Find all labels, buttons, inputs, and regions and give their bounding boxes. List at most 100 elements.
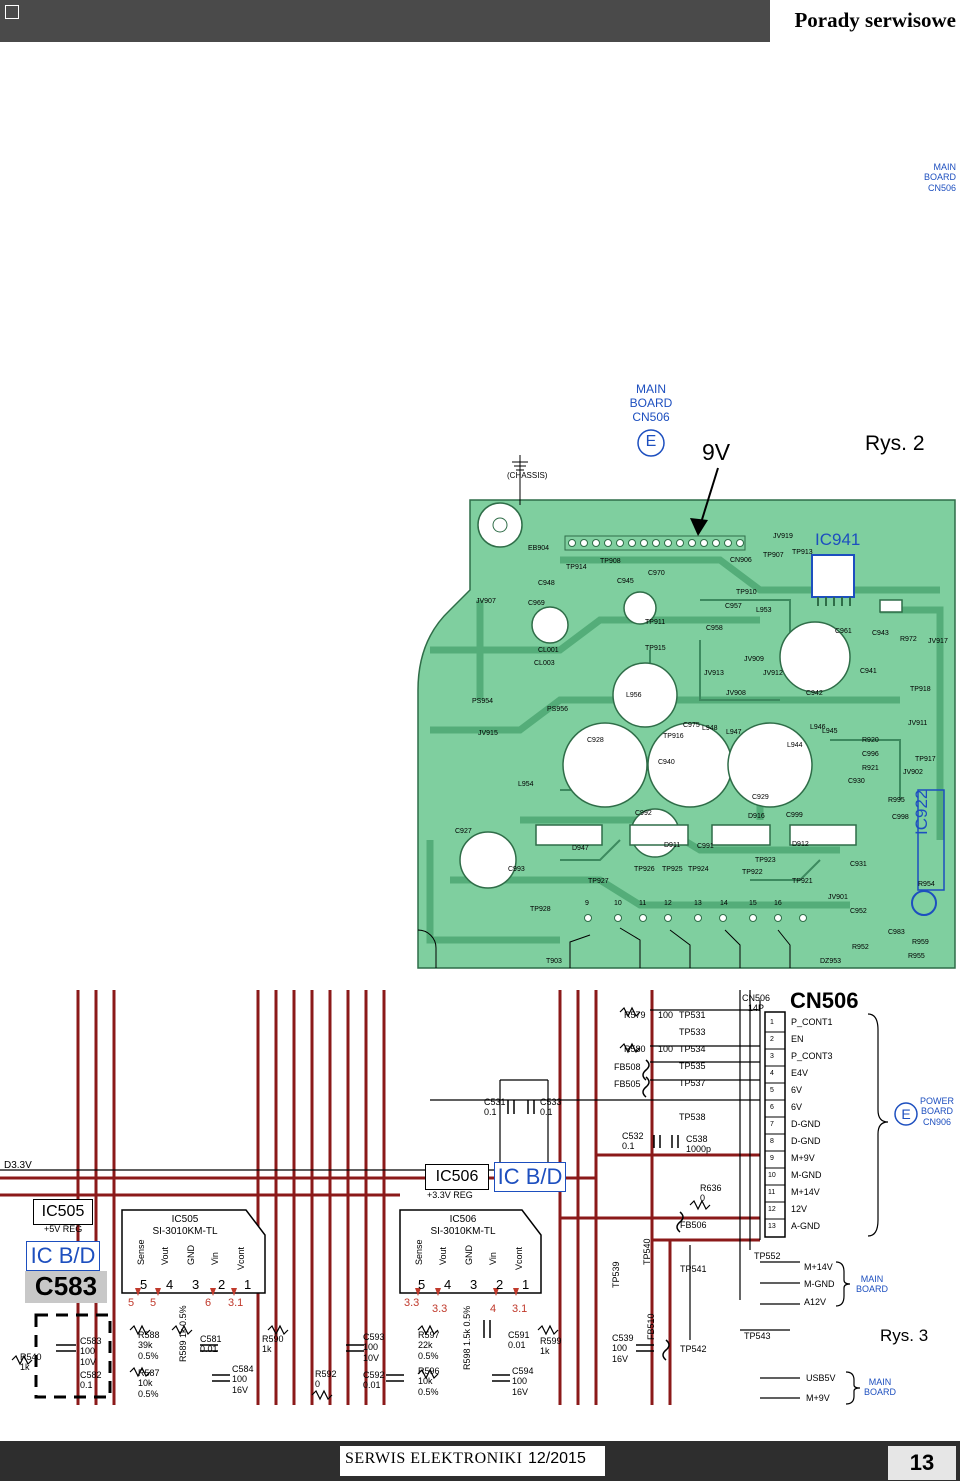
part-label: CN906 [730, 557, 752, 564]
cn-pin-num: 8 [770, 1138, 774, 1145]
part-label: R920 [862, 737, 879, 744]
cn-pin-num: 1 [770, 1019, 774, 1026]
part-label: C931 [850, 861, 867, 868]
part-label: R921 [862, 765, 879, 772]
part-label: R952 [852, 944, 869, 951]
part-label: C975 [683, 722, 700, 729]
pin-number: 12 [664, 900, 672, 907]
ic506-pin-num: 4 [444, 1277, 452, 1292]
part-label: TP911 [645, 619, 666, 626]
fig3-caption: Rys. 3 [880, 1326, 929, 1345]
part-label: C999 [786, 812, 803, 819]
part-label: CL003 [534, 660, 555, 667]
ic506-pin-num: 5 [418, 1277, 426, 1292]
part-label: L956 [626, 692, 642, 699]
part-label: C945 [617, 578, 634, 585]
pin-number: 10 [614, 900, 622, 907]
part-label: R959 [912, 939, 929, 946]
part-label: C958 [706, 625, 723, 632]
part-label: JV919 [773, 533, 793, 540]
pin-number: 13 [694, 900, 702, 907]
part-label: C991 [697, 843, 714, 850]
power-connector-letter: E [901, 1106, 911, 1122]
cn-pin-num: 4 [770, 1070, 774, 1077]
part-label: C929 [752, 794, 769, 801]
r580-label: R580 100 [624, 1044, 674, 1054]
ic506-pin-vout: Vout [438, 1246, 448, 1265]
part-label: C969 [528, 600, 545, 607]
pin-number: 11 [639, 900, 647, 907]
part-label: C940 [658, 759, 675, 766]
cn-pin-num: 5 [770, 1087, 774, 1094]
cn-pin-num: 13 [768, 1223, 776, 1230]
header-tab [0, 0, 770, 42]
part-label: C992 [635, 810, 652, 817]
part-label: D916 [748, 813, 765, 820]
extra-line: A12V [804, 1297, 827, 1307]
part-label: C998 [892, 814, 909, 821]
tp537-label: TP537 [679, 1078, 706, 1088]
r598-label: R598 1.5k 0.5% [462, 1305, 472, 1370]
cn-pin-name: E4V [791, 1068, 809, 1078]
ic505-pin-gnd: GND [186, 1245, 196, 1265]
part-label: EB904 [528, 545, 550, 552]
cn-pin-name: P_CONT1 [791, 1017, 833, 1027]
footer-issue: 12/2015 [528, 1450, 586, 1467]
cn-pin-num: 2 [770, 1036, 774, 1043]
ic505-pin-num: 4 [166, 1277, 174, 1292]
fb508-label: FB508 [614, 1062, 641, 1072]
cn-pin-name: EN [791, 1034, 804, 1044]
part-label: TP921 [792, 878, 813, 885]
part-label: JV913 [704, 670, 724, 677]
tp540-label: TP540 [642, 1238, 652, 1265]
part-label: L945 [822, 728, 838, 735]
ic922-outline [917, 789, 945, 891]
ic506-voltage: 3.1 [512, 1303, 528, 1315]
part-label: TP926 [634, 866, 655, 873]
ic505-pin-num: 5 [140, 1277, 148, 1292]
part-label: L954 [518, 781, 534, 788]
part-label: L948 [702, 725, 718, 732]
red-traces [0, 990, 760, 1405]
pin-number: 15 [749, 900, 757, 907]
footer-publication: SERWIS ELEKTRONIKI [345, 1450, 523, 1467]
part-label: TP914 [566, 564, 587, 571]
part-label: JV915 [478, 730, 498, 737]
fb510-label: FB510 [646, 1313, 656, 1340]
cn-pin-num: 6 [770, 1104, 774, 1111]
part-label: C993 [508, 866, 525, 873]
tp534-label: TP534 [679, 1044, 706, 1054]
ic506-pin-num: 2 [496, 1277, 504, 1292]
part-label: C983 [888, 929, 905, 936]
part-label: D912 [792, 841, 809, 848]
part-label: C996 [862, 751, 879, 758]
tp543-label: TP543 [744, 1331, 771, 1341]
part-label: C928 [587, 737, 604, 744]
part-label: TP915 [645, 645, 666, 652]
cn-pin-num: 10 [768, 1172, 776, 1179]
ic506-box: IC506 [425, 1164, 489, 1190]
header-square-icon [5, 5, 19, 19]
ic506-voltage: 3.3 [432, 1303, 448, 1315]
tp531-label: TP531 [679, 1010, 706, 1020]
part-label: L953 [756, 607, 772, 614]
ic506-pin-sense: Sense [414, 1239, 424, 1265]
part-label: PS954 [472, 698, 494, 705]
tp538-label: TP538 [679, 1112, 706, 1122]
ic505-body [121, 1209, 266, 1294]
r589-label: R589 1k 0.5% [178, 1305, 188, 1362]
